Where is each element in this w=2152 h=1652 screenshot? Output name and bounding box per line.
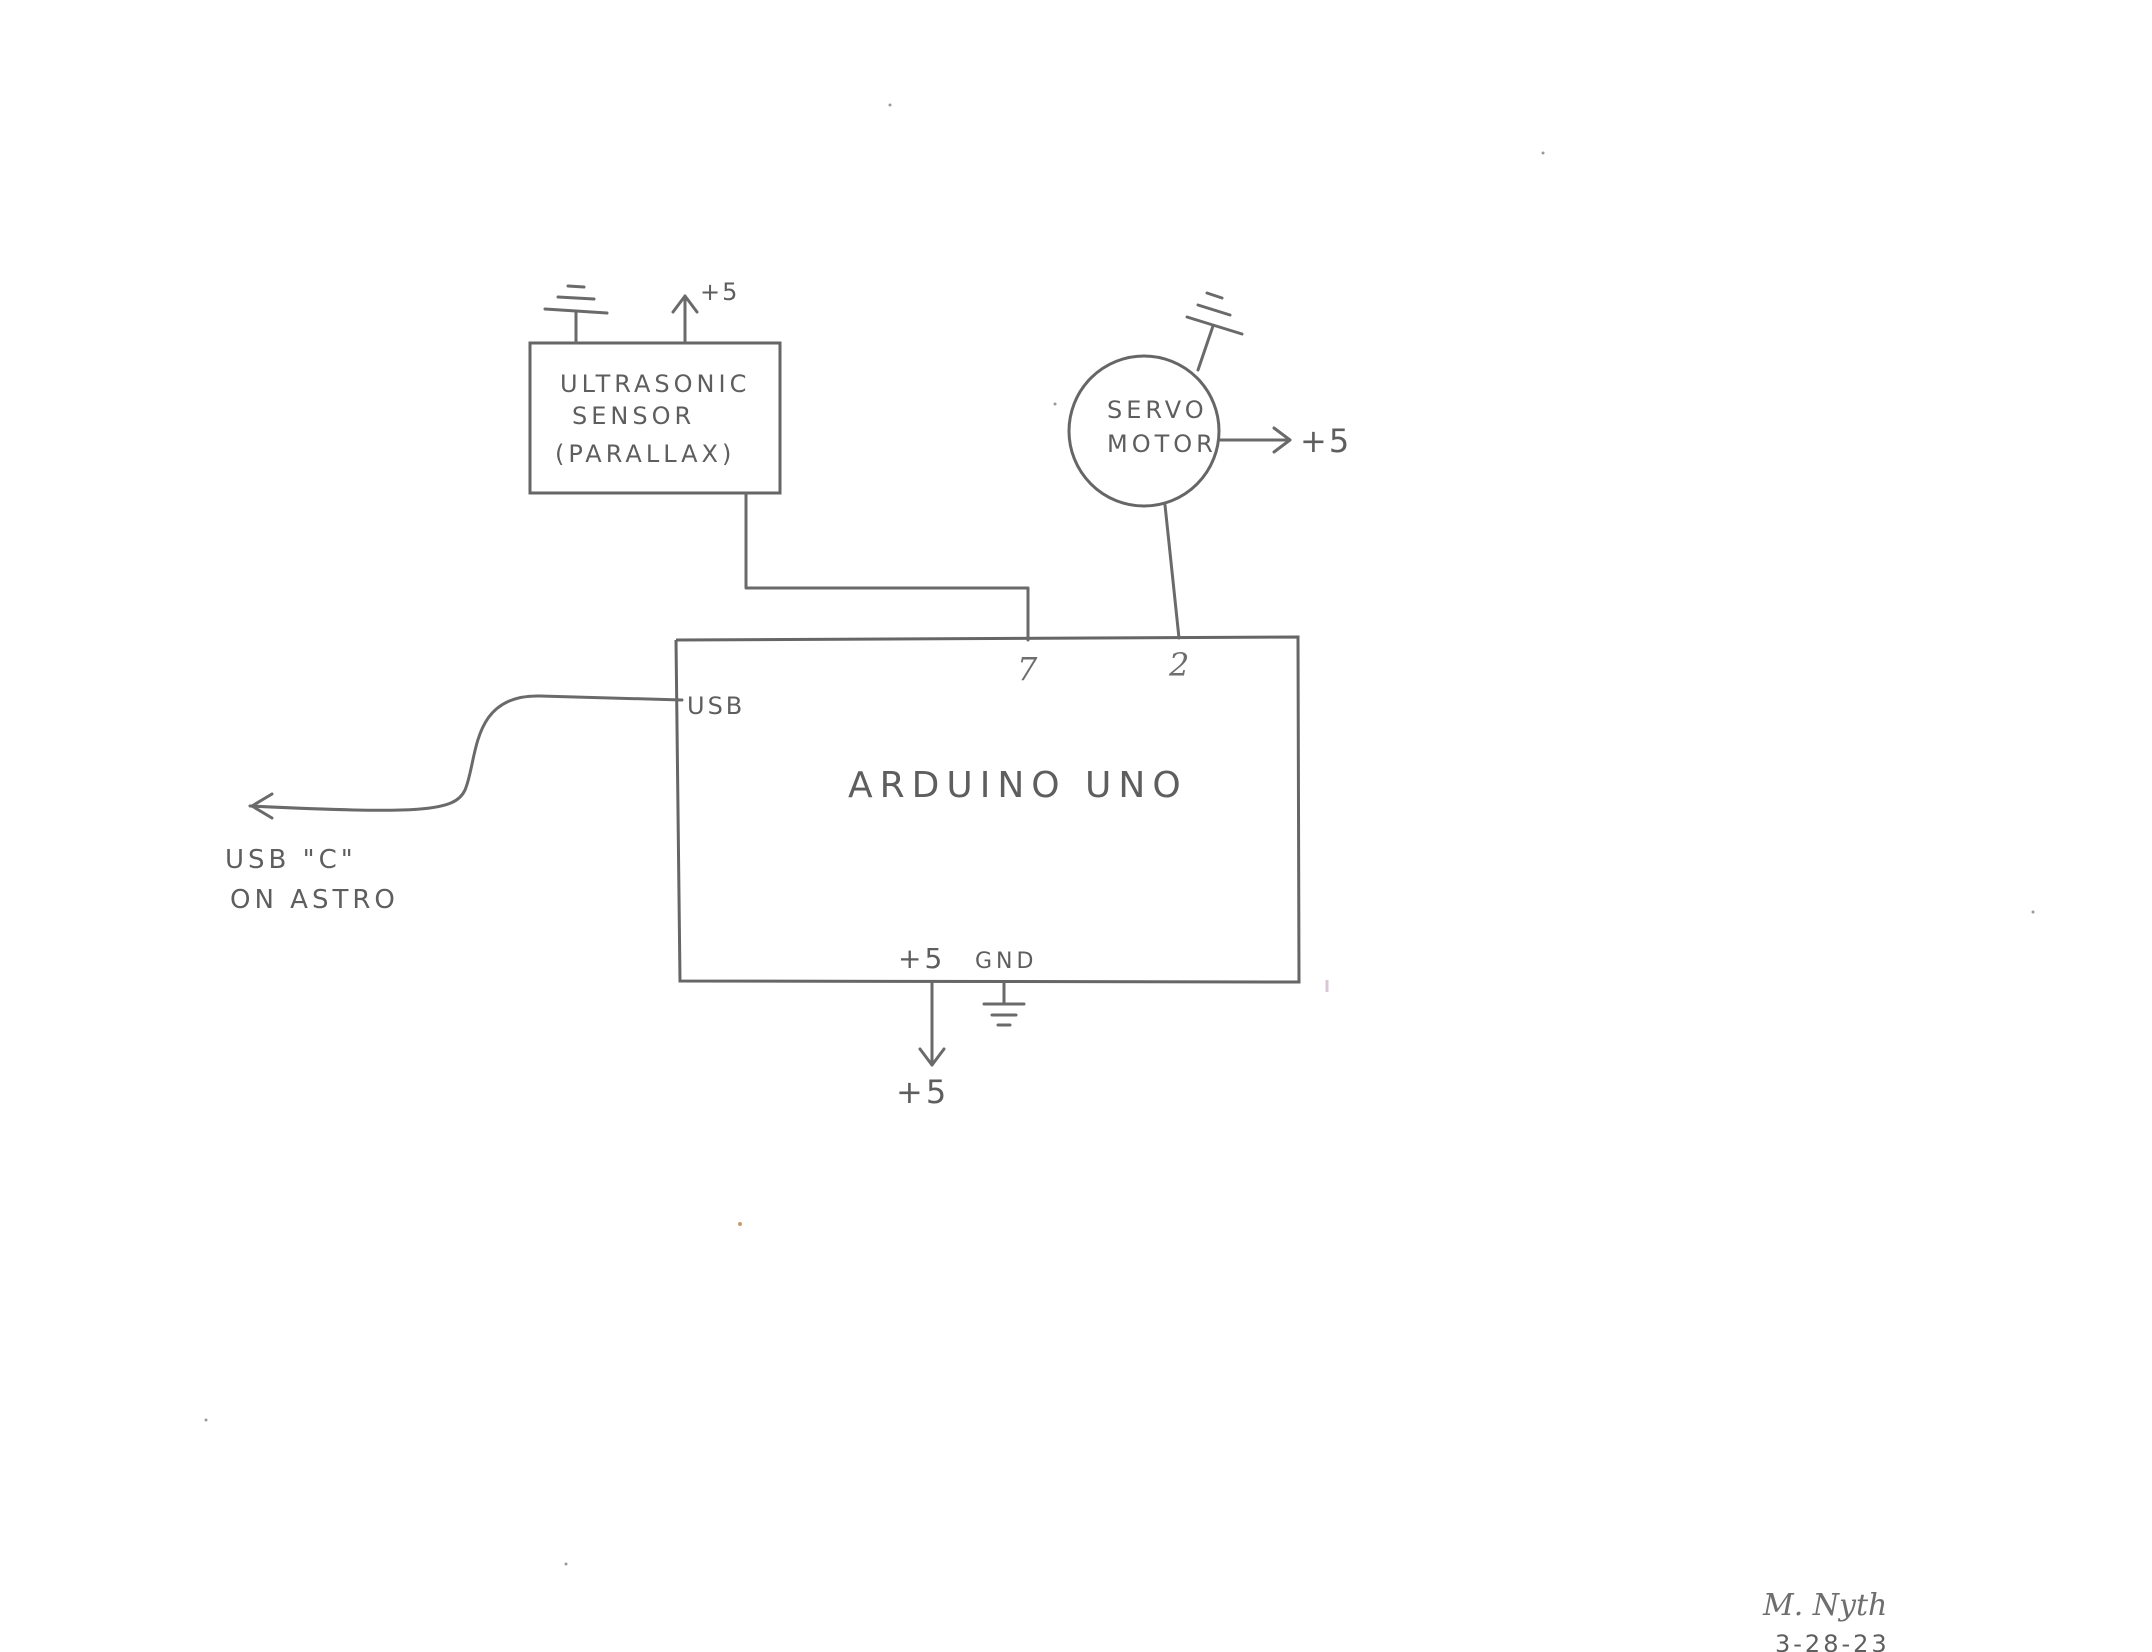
usb-cable-arrow-icon bbox=[250, 792, 274, 820]
sensor-power-label: +5 bbox=[700, 278, 739, 306]
arduino-pin-7-label: 7 bbox=[1017, 650, 1038, 688]
arduino-gnd-pin-label: GND bbox=[975, 949, 1037, 974]
ultrasonic-sensor-label-line3: (PARALLAX) bbox=[555, 440, 735, 468]
arduino-uno-board: ARDUINO UNO USB 7 2 +5 GND bbox=[674, 635, 1301, 984]
servo-motor-label-line1: SERVO bbox=[1107, 396, 1208, 424]
sensor-ground-icon bbox=[543, 284, 609, 345]
ultrasonic-sensor-label-line2: SENSOR bbox=[572, 402, 695, 430]
paper-specks bbox=[204, 103, 2035, 1566]
ultrasonic-sensor-label-line1: ULTRASONIC bbox=[560, 370, 750, 398]
signature: M. Nyth bbox=[1762, 1588, 1887, 1623]
usb-cable-label-line2: ON ASTRO bbox=[230, 885, 399, 915]
servo-ground-icon bbox=[1185, 291, 1244, 372]
servo-motor-circle bbox=[1067, 354, 1221, 508]
servo-power-arrow-icon bbox=[1218, 426, 1292, 454]
arduino-5v-pin-label: +5 bbox=[898, 942, 945, 975]
wire-servo-to-pin2 bbox=[1163, 503, 1181, 640]
wire-sensor-to-pin7 bbox=[744, 491, 1030, 642]
arduino-uno-title: ARDUINO UNO bbox=[848, 765, 1188, 806]
supply-label: +5 bbox=[896, 1073, 949, 1111]
usb-cable-wire bbox=[248, 694, 684, 812]
signature-date: 3-28-23 bbox=[1775, 1630, 1890, 1652]
servo-motor-block: SERVO MOTOR bbox=[1067, 354, 1221, 508]
supply-arrow-icon bbox=[918, 981, 946, 1067]
ultrasonic-sensor-block: ULTRASONIC SENSOR (PARALLAX) bbox=[528, 341, 782, 495]
sensor-power-arrow-icon bbox=[671, 294, 699, 345]
arduino-pin-2-label: 2 bbox=[1168, 646, 1189, 684]
servo-motor-label-line2: MOTOR bbox=[1107, 430, 1217, 458]
ultrasonic-sensor-box bbox=[528, 341, 782, 495]
usb-cable-label-line1: USB "C" bbox=[225, 845, 357, 875]
arduino-usb-pin-label: USB bbox=[687, 692, 745, 720]
servo-power-label: +5 bbox=[1300, 422, 1351, 460]
board-ground-icon bbox=[982, 981, 1026, 1027]
